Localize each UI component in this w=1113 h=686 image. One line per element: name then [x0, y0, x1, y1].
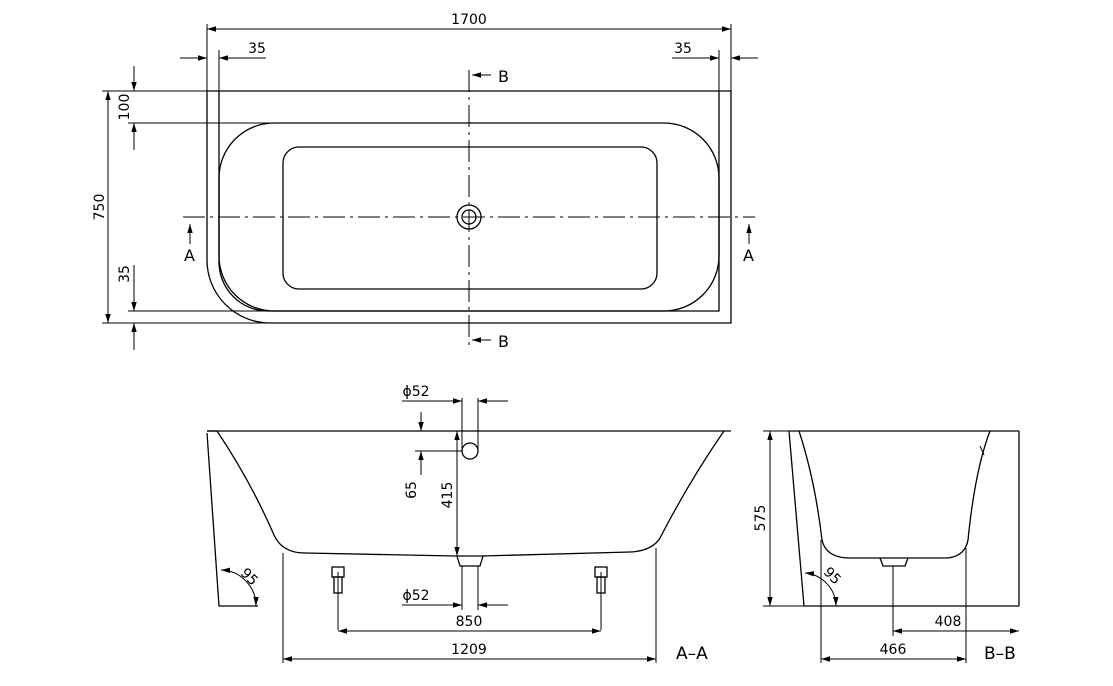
dim-rim-bottom-value: 35 — [117, 265, 133, 283]
dim-rim-left-value: 35 — [248, 41, 266, 57]
section-a-label-left: A — [184, 246, 195, 265]
foot-right — [594, 566, 608, 630]
section-bb-label: B–B — [984, 644, 1016, 664]
dim-angle-aa: 95 — [220, 565, 261, 607]
dim-drain-height-value: 415 — [440, 482, 456, 509]
dim-drain-to-back-value: 408 — [935, 614, 962, 630]
section-aa-label: A–A — [676, 644, 708, 664]
dim-rim-right-value: 35 — [674, 41, 692, 57]
dim-overflow-offset-value: 65 — [404, 481, 420, 499]
dim-overflow-dia-value: ϕ52 — [402, 384, 429, 400]
dim-angle-bb-value: 95 — [820, 564, 844, 588]
dim-waste-dia-value: ϕ52 — [402, 588, 429, 604]
dim-rim-bottom: 35 — [117, 265, 268, 350]
section-b-label-top: B — [498, 67, 509, 86]
dim-rim-top-value: 100 — [117, 94, 133, 121]
basin-edge — [218, 122, 720, 312]
dim-waste-dia: ϕ52 — [402, 588, 508, 608]
dim-rim-left: 35 — [180, 41, 266, 91]
section-bb-overflow-mark — [979, 445, 985, 456]
section-b-label-bottom: B — [498, 332, 509, 351]
plan-view: A A B B 1700 35 35 — [92, 12, 758, 351]
dim-drain-to-back: 408 — [893, 614, 1019, 634]
dim-feet-spacing-value: 850 — [456, 614, 483, 630]
dim-base-width-value: 466 — [880, 642, 907, 658]
foot-left — [331, 566, 345, 630]
dim-base-length: 1209 — [283, 642, 656, 662]
dim-rim-top: 100 — [117, 66, 274, 150]
dim-angle-aa-value: 95 — [237, 565, 261, 589]
dim-height: 575 — [753, 430, 804, 607]
section-bb-basin — [798, 430, 991, 559]
dim-length-value: 1700 — [451, 12, 487, 28]
dim-angle-bb: 95 — [804, 564, 844, 607]
dim-overflow-dia: ϕ52 — [402, 384, 508, 404]
dim-base-length-value: 1209 — [451, 642, 487, 658]
section-aa: ϕ52 65 415 ϕ52 850 1209 — [206, 384, 731, 664]
section-bb-outer-wall — [788, 430, 1019, 607]
dim-overflow-offset: 65 — [404, 412, 462, 499]
section-aa-basin — [216, 430, 725, 557]
dim-width: 750 — [92, 90, 270, 324]
dim-drain-height: 415 — [440, 431, 460, 556]
waste-fitting — [456, 555, 484, 567]
section-bb-waste — [879, 557, 909, 567]
section-a-label-right: A — [743, 246, 754, 265]
dim-base-width: 466 — [821, 642, 966, 662]
section-aa-outer-wall — [206, 432, 258, 607]
basin-floor — [282, 146, 658, 290]
dim-width-value: 750 — [92, 194, 108, 221]
dim-rim-right: 35 — [672, 41, 758, 91]
dim-height-value: 575 — [753, 505, 769, 532]
section-bb: 575 95 408 466 B–B — [753, 430, 1020, 664]
overflow-fitting — [461, 442, 479, 460]
dim-feet-spacing: 850 — [338, 614, 601, 634]
